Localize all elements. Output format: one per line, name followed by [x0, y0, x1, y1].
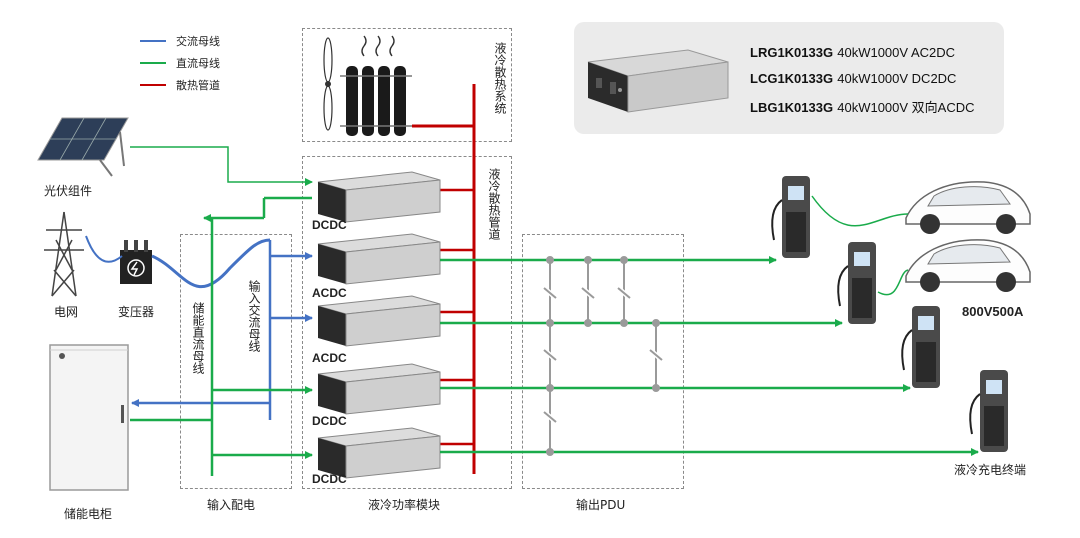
product-line-3: LBG1K0133G 40kW1000V 双向ACDC	[750, 97, 975, 116]
charger-spec-label: 800V500A	[962, 304, 1024, 319]
storage-label: 储能电柜	[64, 507, 113, 521]
product-2-spec: 40kW1000V DC2DC	[837, 71, 957, 86]
fan-icon	[323, 37, 333, 131]
power-module-1	[317, 171, 441, 223]
cooling-pipe-label: 液冷散热管道	[487, 168, 501, 240]
power-module-5	[317, 427, 441, 479]
car-2-icon	[905, 239, 1031, 292]
pv-label: 光伏组件	[44, 184, 93, 198]
legend-dc-bus: 直流母线	[140, 55, 220, 71]
output-pdu-label: 输出PDU	[576, 498, 626, 512]
solar-panel-icon	[37, 117, 129, 177]
storage-cabinet-icon	[49, 344, 129, 491]
power-modules-label: 液冷功率模块	[368, 498, 441, 512]
cooling-system-label: 液冷散热系统	[493, 42, 507, 114]
transformer-label: 变压器	[118, 305, 155, 319]
charger-4-icon	[969, 370, 1008, 452]
module-2-label: ACDC	[312, 286, 347, 300]
input-distribution-label: 输入配电	[207, 498, 256, 512]
car-1-icon	[905, 181, 1031, 234]
module-5-label: DCDC	[312, 472, 347, 486]
product-1-spec: 40kW1000V AC2DC	[837, 45, 956, 60]
product-line-2: LCG1K0133G 40kW1000V DC2DC	[750, 71, 956, 87]
cooling-system-box	[302, 28, 512, 142]
legend-ac-bus-label: 交流母线	[176, 35, 220, 48]
grid-label: 电网	[54, 305, 79, 319]
product-3-model: LBG1K0133G	[750, 100, 834, 115]
power-module-2	[317, 233, 441, 285]
input-distribution-box	[180, 234, 292, 489]
ac-bus-swatch	[140, 40, 166, 42]
charger-2-icon	[837, 242, 876, 324]
module-4-label: DCDC	[312, 414, 347, 428]
legend-cooling-pipe: 散热管道	[140, 77, 220, 93]
cooling-pipe-swatch	[140, 84, 166, 86]
dc-bus-swatch	[140, 62, 166, 64]
legend-cooling-pipe-label: 散热管道	[176, 79, 220, 92]
radiator-icon	[340, 66, 412, 136]
product-3-spec: 40kW1000V 双向ACDC	[837, 100, 975, 115]
module-3-label: ACDC	[312, 351, 347, 365]
module-1-label: DCDC	[312, 218, 347, 232]
charger-3-icon	[901, 306, 940, 388]
terminals-label: 液冷充电终端	[954, 463, 1027, 477]
grid-tower-icon	[44, 211, 84, 297]
product-line-1: LRG1K0133G 40kW1000V AC2DC	[750, 45, 955, 61]
power-module-3	[317, 295, 441, 347]
module-product-photo	[587, 49, 729, 113]
input-ac-bus-label: 输入交流母线	[247, 280, 261, 352]
legend-ac-bus: 交流母线	[140, 33, 220, 49]
product-2-model: LCG1K0133G	[750, 71, 834, 86]
storage-dc-bus-label: 储能直流母线	[191, 302, 205, 374]
power-module-4	[317, 363, 441, 415]
heat-waves-icon	[361, 35, 395, 57]
pdu-switch-matrix	[542, 256, 664, 456]
product-1-model: LRG1K0133G	[750, 45, 834, 60]
output-pdu-box	[522, 234, 684, 489]
transformer-icon	[120, 240, 152, 284]
legend-dc-bus-label: 直流母线	[176, 57, 220, 70]
charger-1-icon	[771, 176, 810, 258]
